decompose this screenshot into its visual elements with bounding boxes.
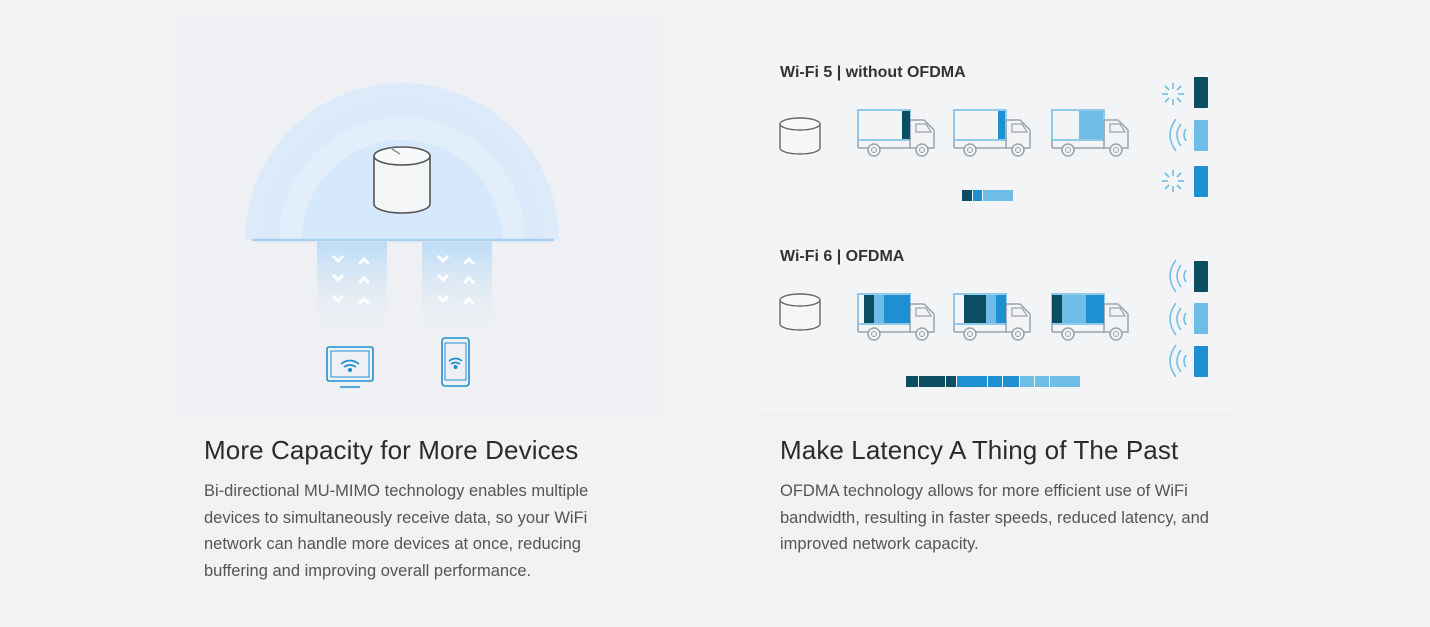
phone-wifi-icon (441, 337, 470, 387)
device-2 (1194, 303, 1208, 334)
beam-left (317, 242, 387, 342)
device-1 (1194, 77, 1208, 108)
truck-icon (1051, 109, 1129, 157)
monitor-wifi-icon (326, 346, 374, 388)
bandwidth-bar-wifi6 (906, 376, 1080, 387)
bandwidth-bar-wifi5 (962, 190, 1013, 201)
feature-description-capacity: Bi-directional MU-MIMO technology enable… (204, 482, 589, 580)
feature-title-capacity: More Capacity for More Devices (204, 435, 579, 465)
signal-waves-icon (1169, 259, 1187, 293)
truck-icon (953, 293, 1031, 341)
no-signal-icon (1161, 82, 1185, 106)
router-icon (373, 146, 431, 214)
router-icon (779, 117, 821, 155)
signal-waves-icon (1169, 302, 1187, 336)
feature-title-latency: Make Latency A Thing of The Past (780, 435, 1179, 465)
no-signal-icon (1161, 169, 1185, 193)
device-3 (1194, 166, 1208, 197)
beam-right (422, 242, 492, 342)
truck-icon (857, 293, 935, 341)
truck-icon (1051, 293, 1129, 341)
device-3 (1194, 346, 1208, 377)
truck-icon (953, 109, 1031, 157)
signal-waves-icon (1169, 118, 1187, 152)
data-arrows-left (332, 255, 370, 305)
wifi5-label: Wi-Fi 5 | without OFDMA (780, 64, 966, 81)
mu-mimo-svg (178, 18, 658, 413)
signal-waves-icon (1169, 344, 1187, 378)
ofdma-illustration: Wi-Fi 5 | without OFDMA Wi-Fi 6 | OFDMA (756, 38, 1234, 413)
mu-mimo-illustration (178, 18, 658, 413)
wifi6-label: Wi-Fi 6 | OFDMA (780, 248, 905, 265)
data-arrows-right (437, 255, 475, 305)
truck-icon (857, 109, 935, 157)
ofdma-svg (779, 77, 1208, 387)
feature-description-latency: OFDMA technology allows for more efficie… (780, 482, 1209, 553)
router-icon (779, 293, 821, 331)
device-2 (1194, 120, 1208, 151)
device-1 (1194, 261, 1208, 292)
